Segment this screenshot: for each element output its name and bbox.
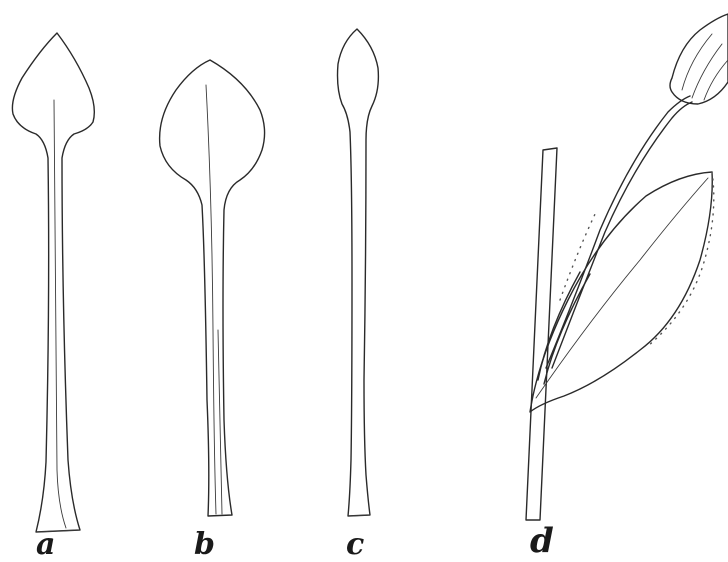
figure-label-b: b (194, 530, 215, 560)
petal-b-claw-line (218, 330, 222, 514)
petal-a (12, 33, 94, 532)
petal-b-midrib (206, 85, 216, 514)
flower-bud-d (670, 14, 728, 104)
figure-label-a: a (36, 530, 55, 560)
petal-a-outline (12, 33, 94, 532)
leaf-midrib-d (536, 178, 708, 398)
petal-c-outline (338, 29, 379, 516)
plant-d (526, 14, 728, 520)
bud-stalk-d (546, 96, 692, 368)
figure-label-d: d (530, 524, 554, 558)
petal-b (160, 60, 265, 516)
petal-c (338, 29, 379, 516)
figure-label-c: c (346, 530, 364, 560)
leaf-d (530, 172, 712, 412)
leaf-hairs-d (648, 172, 714, 346)
petal-b-outline (160, 60, 265, 516)
